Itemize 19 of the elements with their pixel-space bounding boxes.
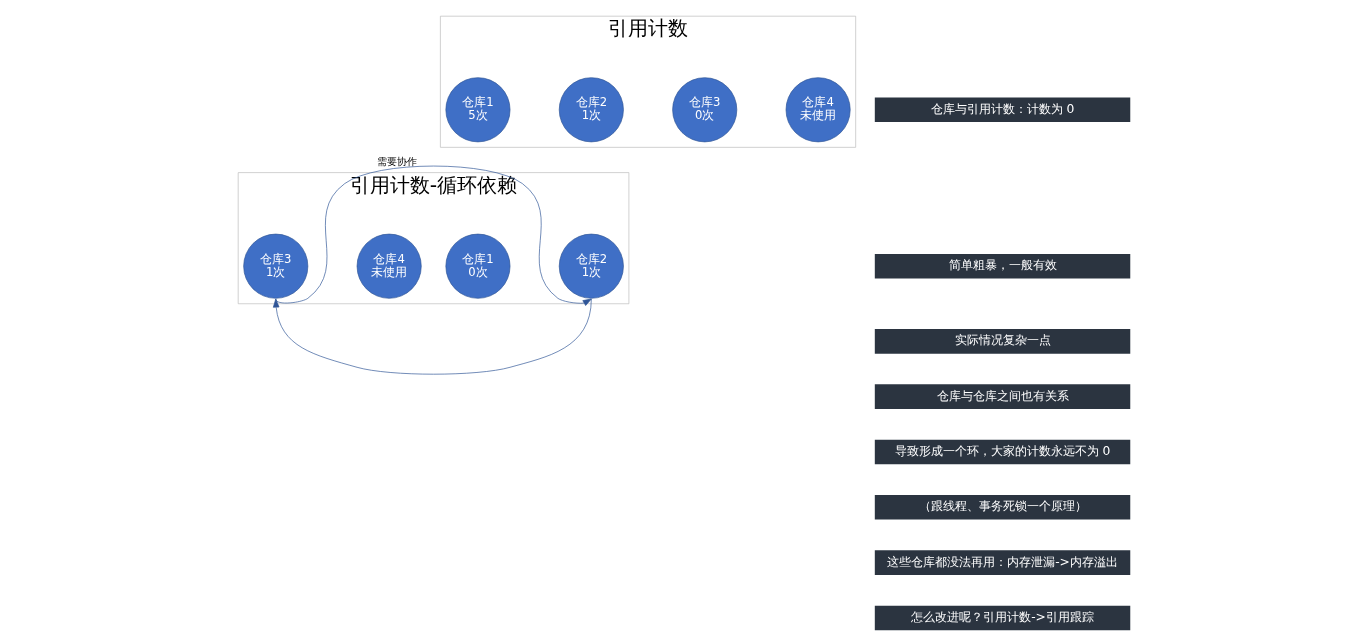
node-circle: 仓库4 未使用: [785, 77, 851, 143]
label: 导致形成一个环，大家的计数永远不为 0: [894, 443, 1111, 458]
edge-label: 需要协作: [377, 155, 418, 167]
label: 怎么改进呢？引用计数->引用跟踪: [911, 609, 1094, 624]
node-circle: 仓库1 5次: [445, 77, 511, 143]
label: （跟线程、事务死锁一个原理）: [918, 499, 1087, 514]
arrow: [275, 165, 592, 306]
arrow: [272, 298, 592, 375]
label: 简单粗暴，一般有效: [948, 258, 1057, 273]
node-circle: 仓库1 0次: [445, 233, 511, 299]
node-circle: 仓库3 1次: [243, 233, 309, 299]
node-circle: 仓库4 未使用: [356, 233, 422, 299]
label: 这些仓库都没法再用：内存泄漏->内存溢出: [887, 554, 1118, 569]
label: 仓库与引用计数：计数为 0: [930, 101, 1075, 116]
label: 实际情况复杂一点: [954, 333, 1051, 348]
label: 仓库与仓库之间也有关系: [936, 388, 1069, 403]
node-circle: 仓库2 1次: [558, 233, 624, 299]
node-circle: 仓库2 1次: [558, 77, 624, 143]
node-circle: 仓库3 0次: [672, 77, 738, 143]
